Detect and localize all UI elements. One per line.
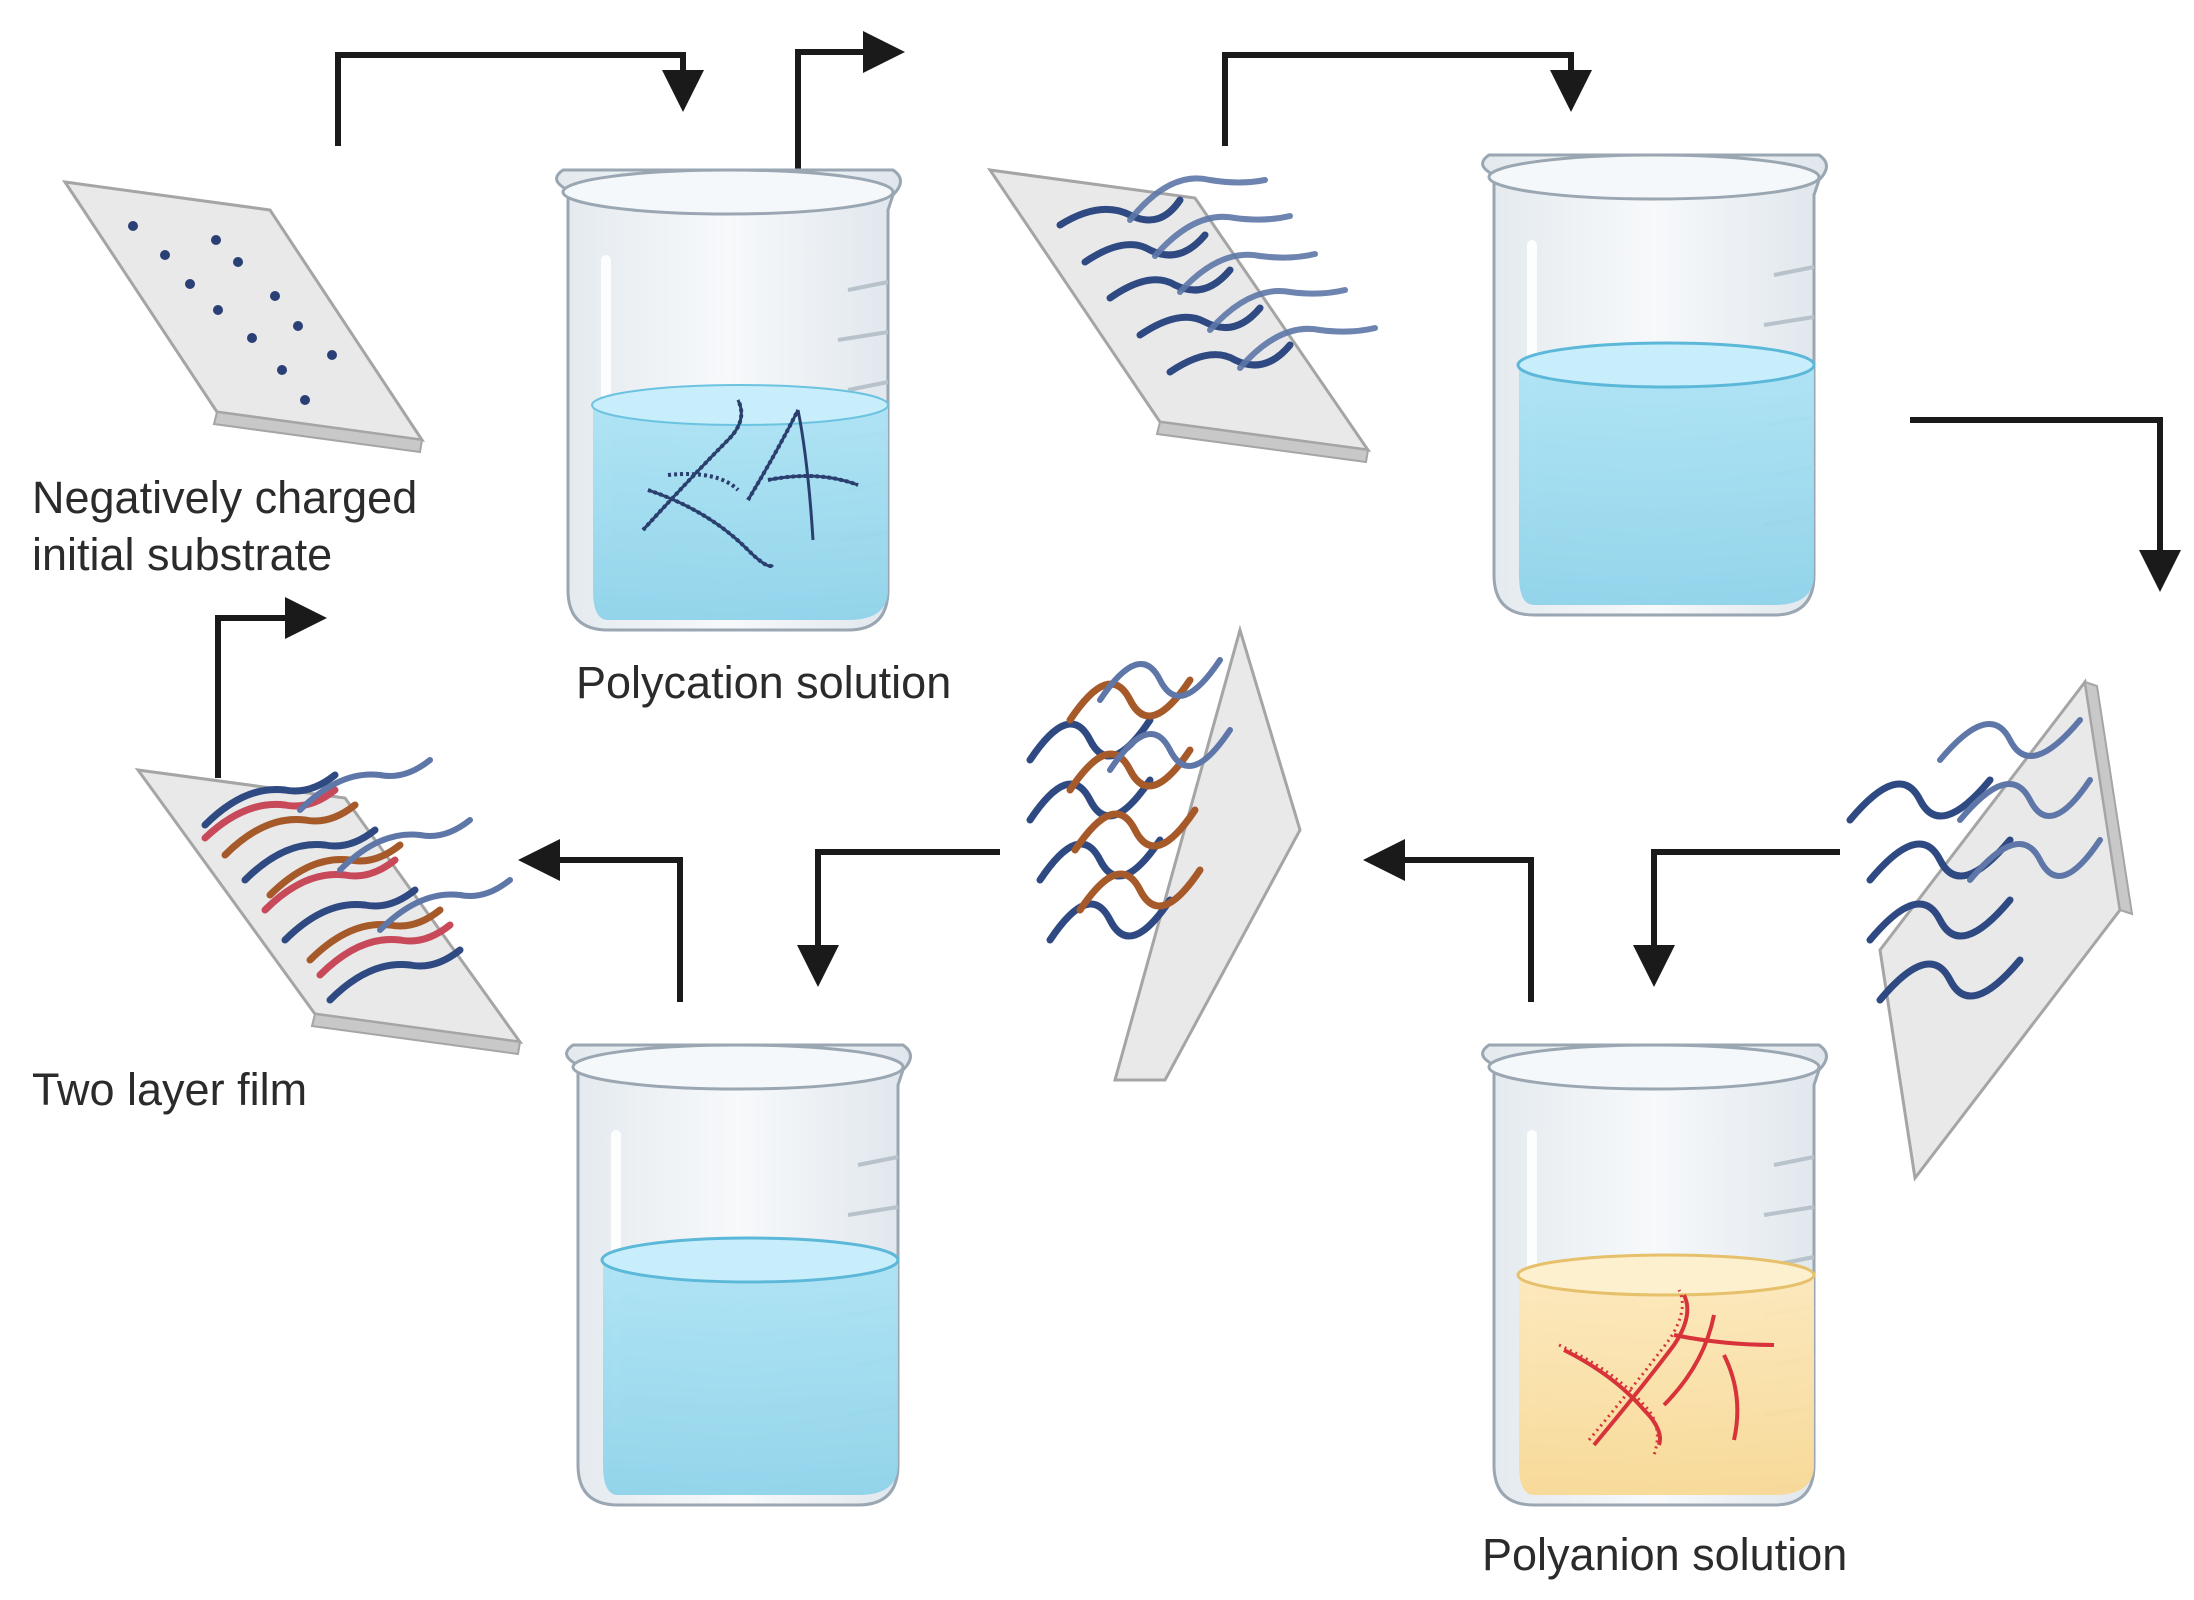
arrow-to-polyanion bbox=[1633, 849, 1840, 987]
initial-substrate-slide bbox=[61, 180, 426, 454]
polycation-beaker bbox=[557, 170, 901, 630]
label-polycation: Polycation solution bbox=[576, 657, 951, 708]
two-layer-film-slide bbox=[134, 757, 524, 1056]
polyanion-chains bbox=[1563, 1294, 1775, 1447]
arrow-to-rinse-beaker bbox=[1222, 52, 1592, 146]
arrow-two-layer-up bbox=[215, 597, 327, 778]
process-arrows bbox=[215, 31, 2181, 1002]
arrow-to-final-rinse bbox=[797, 849, 1000, 987]
arrow-substrate-to-polycation bbox=[335, 52, 704, 146]
cation-coated-slide-right bbox=[1846, 678, 2134, 1182]
label-substrate-line2: initial substrate bbox=[32, 529, 332, 580]
label-polyanion: Polyanion solution bbox=[1482, 1529, 1847, 1580]
arrow-out-of-polycation bbox=[795, 31, 905, 212]
label-substrate-line1: Negatively charged bbox=[32, 472, 417, 523]
two-layer-slide-middle bbox=[1026, 624, 1302, 1082]
rinse-beaker-2 bbox=[567, 1045, 911, 1505]
rinse-beaker-1 bbox=[1483, 155, 1827, 615]
arrow-rinse-to-two-layer bbox=[518, 839, 683, 1002]
polyanion-beaker bbox=[1483, 1045, 1827, 1505]
arrow-rinse-down-right bbox=[1910, 417, 2181, 592]
arrow-polyanion-out bbox=[1363, 839, 1534, 1002]
cation-coated-slide bbox=[986, 168, 1378, 464]
label-two-layer-film: Two layer film bbox=[32, 1064, 307, 1115]
